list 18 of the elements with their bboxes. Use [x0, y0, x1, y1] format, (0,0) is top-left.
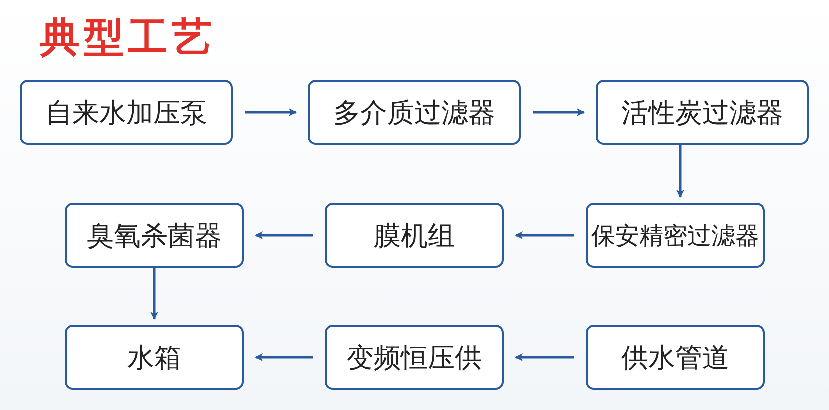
arrow: [245, 108, 297, 116]
process-box: 供水管道: [586, 325, 765, 390]
arrow: [515, 354, 574, 362]
arrow: [150, 268, 158, 320]
process-box: 活性炭过滤器: [596, 80, 809, 145]
arrow: [533, 108, 585, 116]
process-box: 臭氧杀菌器: [65, 203, 244, 268]
process-box: 自来水加压泵: [20, 80, 233, 145]
process-box: 变频恒压供: [325, 325, 504, 390]
arrow: [676, 145, 684, 198]
process-box: 水箱: [65, 325, 244, 390]
process-box: 多介质过滤器: [308, 80, 521, 145]
arrow: [515, 232, 574, 240]
arrow: [255, 354, 313, 362]
title: 典型工艺: [40, 14, 216, 63]
arrow: [255, 232, 313, 240]
process-box: 膜机组: [325, 203, 504, 268]
process-box: 保安精密过滤器: [586, 203, 765, 268]
